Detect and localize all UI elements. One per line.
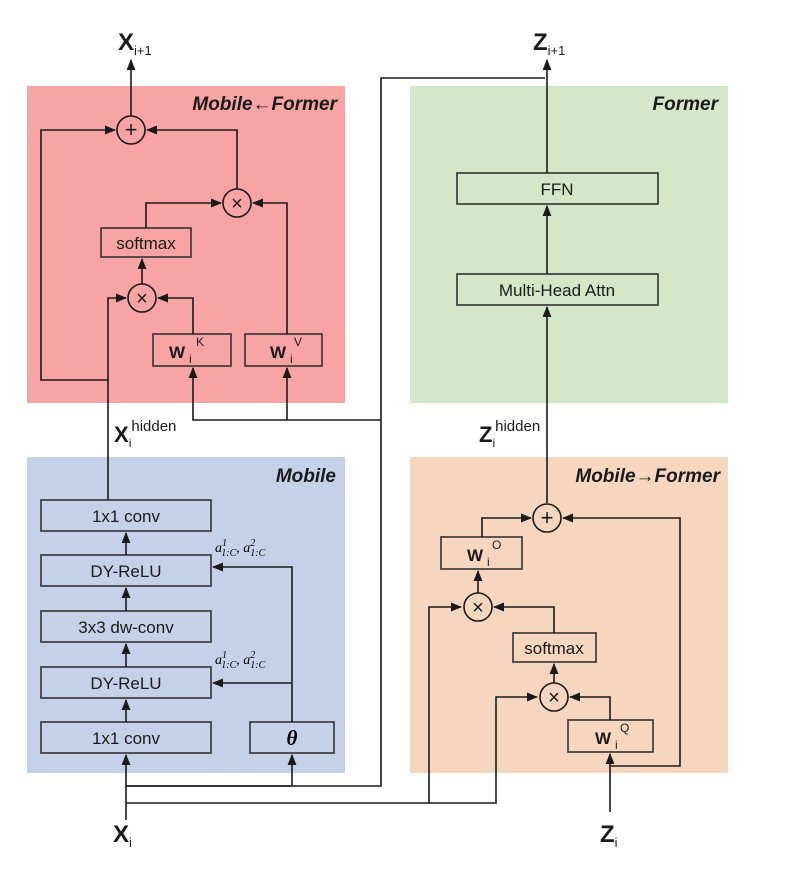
dwconv-label: 3x3 dw-conv (78, 618, 174, 637)
mul-op-bottom-lower-sign: × (548, 687, 560, 709)
softmax-bottom-label: softmax (524, 639, 584, 658)
wv-main: W (270, 343, 287, 362)
x-hidden-label: Xihidden (114, 418, 176, 450)
panel-title-mobile-former: Mobile←Former (192, 94, 338, 115)
panel-mobile-former (27, 86, 345, 403)
mul-op-top-sign: × (231, 193, 243, 215)
wv-sup: V (294, 335, 302, 349)
wk-sub: i (189, 352, 192, 366)
panel-title-mobile: Mobile (276, 466, 337, 487)
wk-box (152, 333, 232, 367)
ffn-label: FFN (540, 180, 573, 199)
mha-box (456, 273, 659, 306)
panel-former (410, 86, 728, 403)
wo-sub: i (487, 555, 490, 569)
wq-main: W (595, 729, 612, 748)
wires-mobile (121, 420, 539, 820)
x-next-label: Xi+1 (118, 29, 152, 58)
dyrelu-top-label: DY-ReLU (90, 562, 161, 581)
add-op-bottom (532, 503, 562, 533)
conv-top-box (40, 499, 212, 532)
softmax-top-label: softmax (116, 234, 176, 253)
panel-title-mobile-to-former: Mobile→Former (575, 466, 721, 487)
wires-mobile-former (40, 58, 545, 500)
wo-sup: O (492, 538, 501, 552)
mha-label: Multi-Head Attn (499, 281, 615, 300)
mul-op-bottom-upper-sign: × (472, 597, 484, 619)
svg-text:a11:C, a21:C: a11:C, a21:C (215, 538, 266, 559)
conv-bottom-label: 1x1 conv (92, 729, 161, 748)
theta-label: θ (287, 726, 298, 750)
wk-sup: K (196, 335, 204, 349)
mul-op-mid-sign: × (136, 288, 148, 310)
conv-top-label: 1x1 conv (92, 507, 161, 526)
add-op-top-sign: + (125, 117, 138, 142)
wv-box (244, 333, 323, 367)
add-op-bottom-sign: + (541, 505, 554, 530)
z-hidden-label: Zihidden (479, 418, 540, 450)
dyrelu-bottom-label: DY-ReLU (90, 674, 161, 693)
wk-main: W (169, 343, 186, 362)
svg-text:a11:C, a21:C: a11:C, a21:C (215, 650, 266, 671)
wv-sub: i (290, 352, 293, 366)
x-in-label: Xi (113, 821, 132, 850)
wires-mobile-to-former (473, 513, 681, 812)
wq-sup: Q (620, 721, 629, 735)
panel-title-former: Former (653, 94, 720, 115)
z-in-label: Zi (600, 821, 618, 850)
z-next-label: Zi+1 (533, 29, 565, 58)
ffn-box (456, 172, 659, 205)
wo-main: W (467, 546, 484, 565)
wq-sub: i (615, 738, 618, 752)
